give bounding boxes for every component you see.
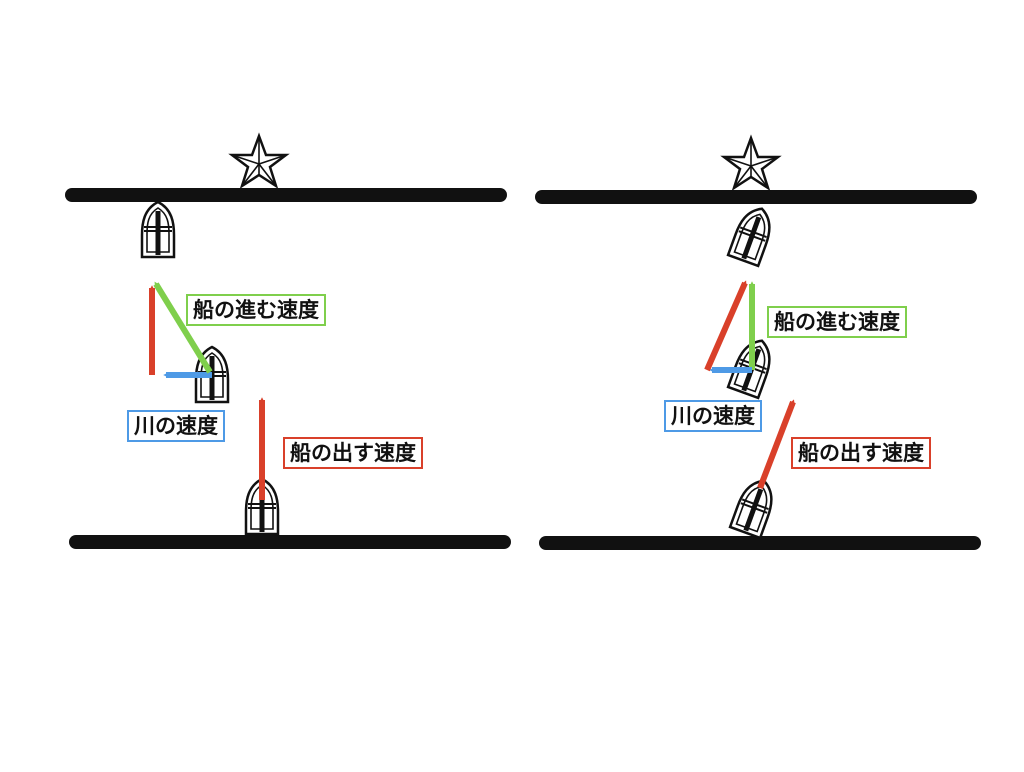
boat-travel-velocity-arrow: [153, 281, 213, 374]
boat-icon: [140, 200, 176, 259]
boat-icon: [726, 202, 779, 268]
river-velocity-label: 川の速度: [664, 400, 762, 432]
boat-travel-velocity-label: 船の進む速度: [767, 306, 907, 338]
right-panel: [535, 136, 981, 550]
boat-push-velocity-arrow: [704, 280, 748, 372]
star-icon: [722, 136, 780, 190]
left-panel: [65, 134, 511, 549]
star-icon: [230, 134, 288, 188]
boat-push-velocity-arrow: [757, 399, 796, 490]
boat-push-velocity-label: 船の出す速度: [283, 437, 423, 469]
boat-push-velocity-label: 船の出す速度: [791, 437, 931, 469]
boat-travel-velocity-label: 船の進む速度: [186, 294, 326, 326]
boat-icon: [728, 474, 781, 540]
river-velocity-label: 川の速度: [127, 410, 225, 442]
